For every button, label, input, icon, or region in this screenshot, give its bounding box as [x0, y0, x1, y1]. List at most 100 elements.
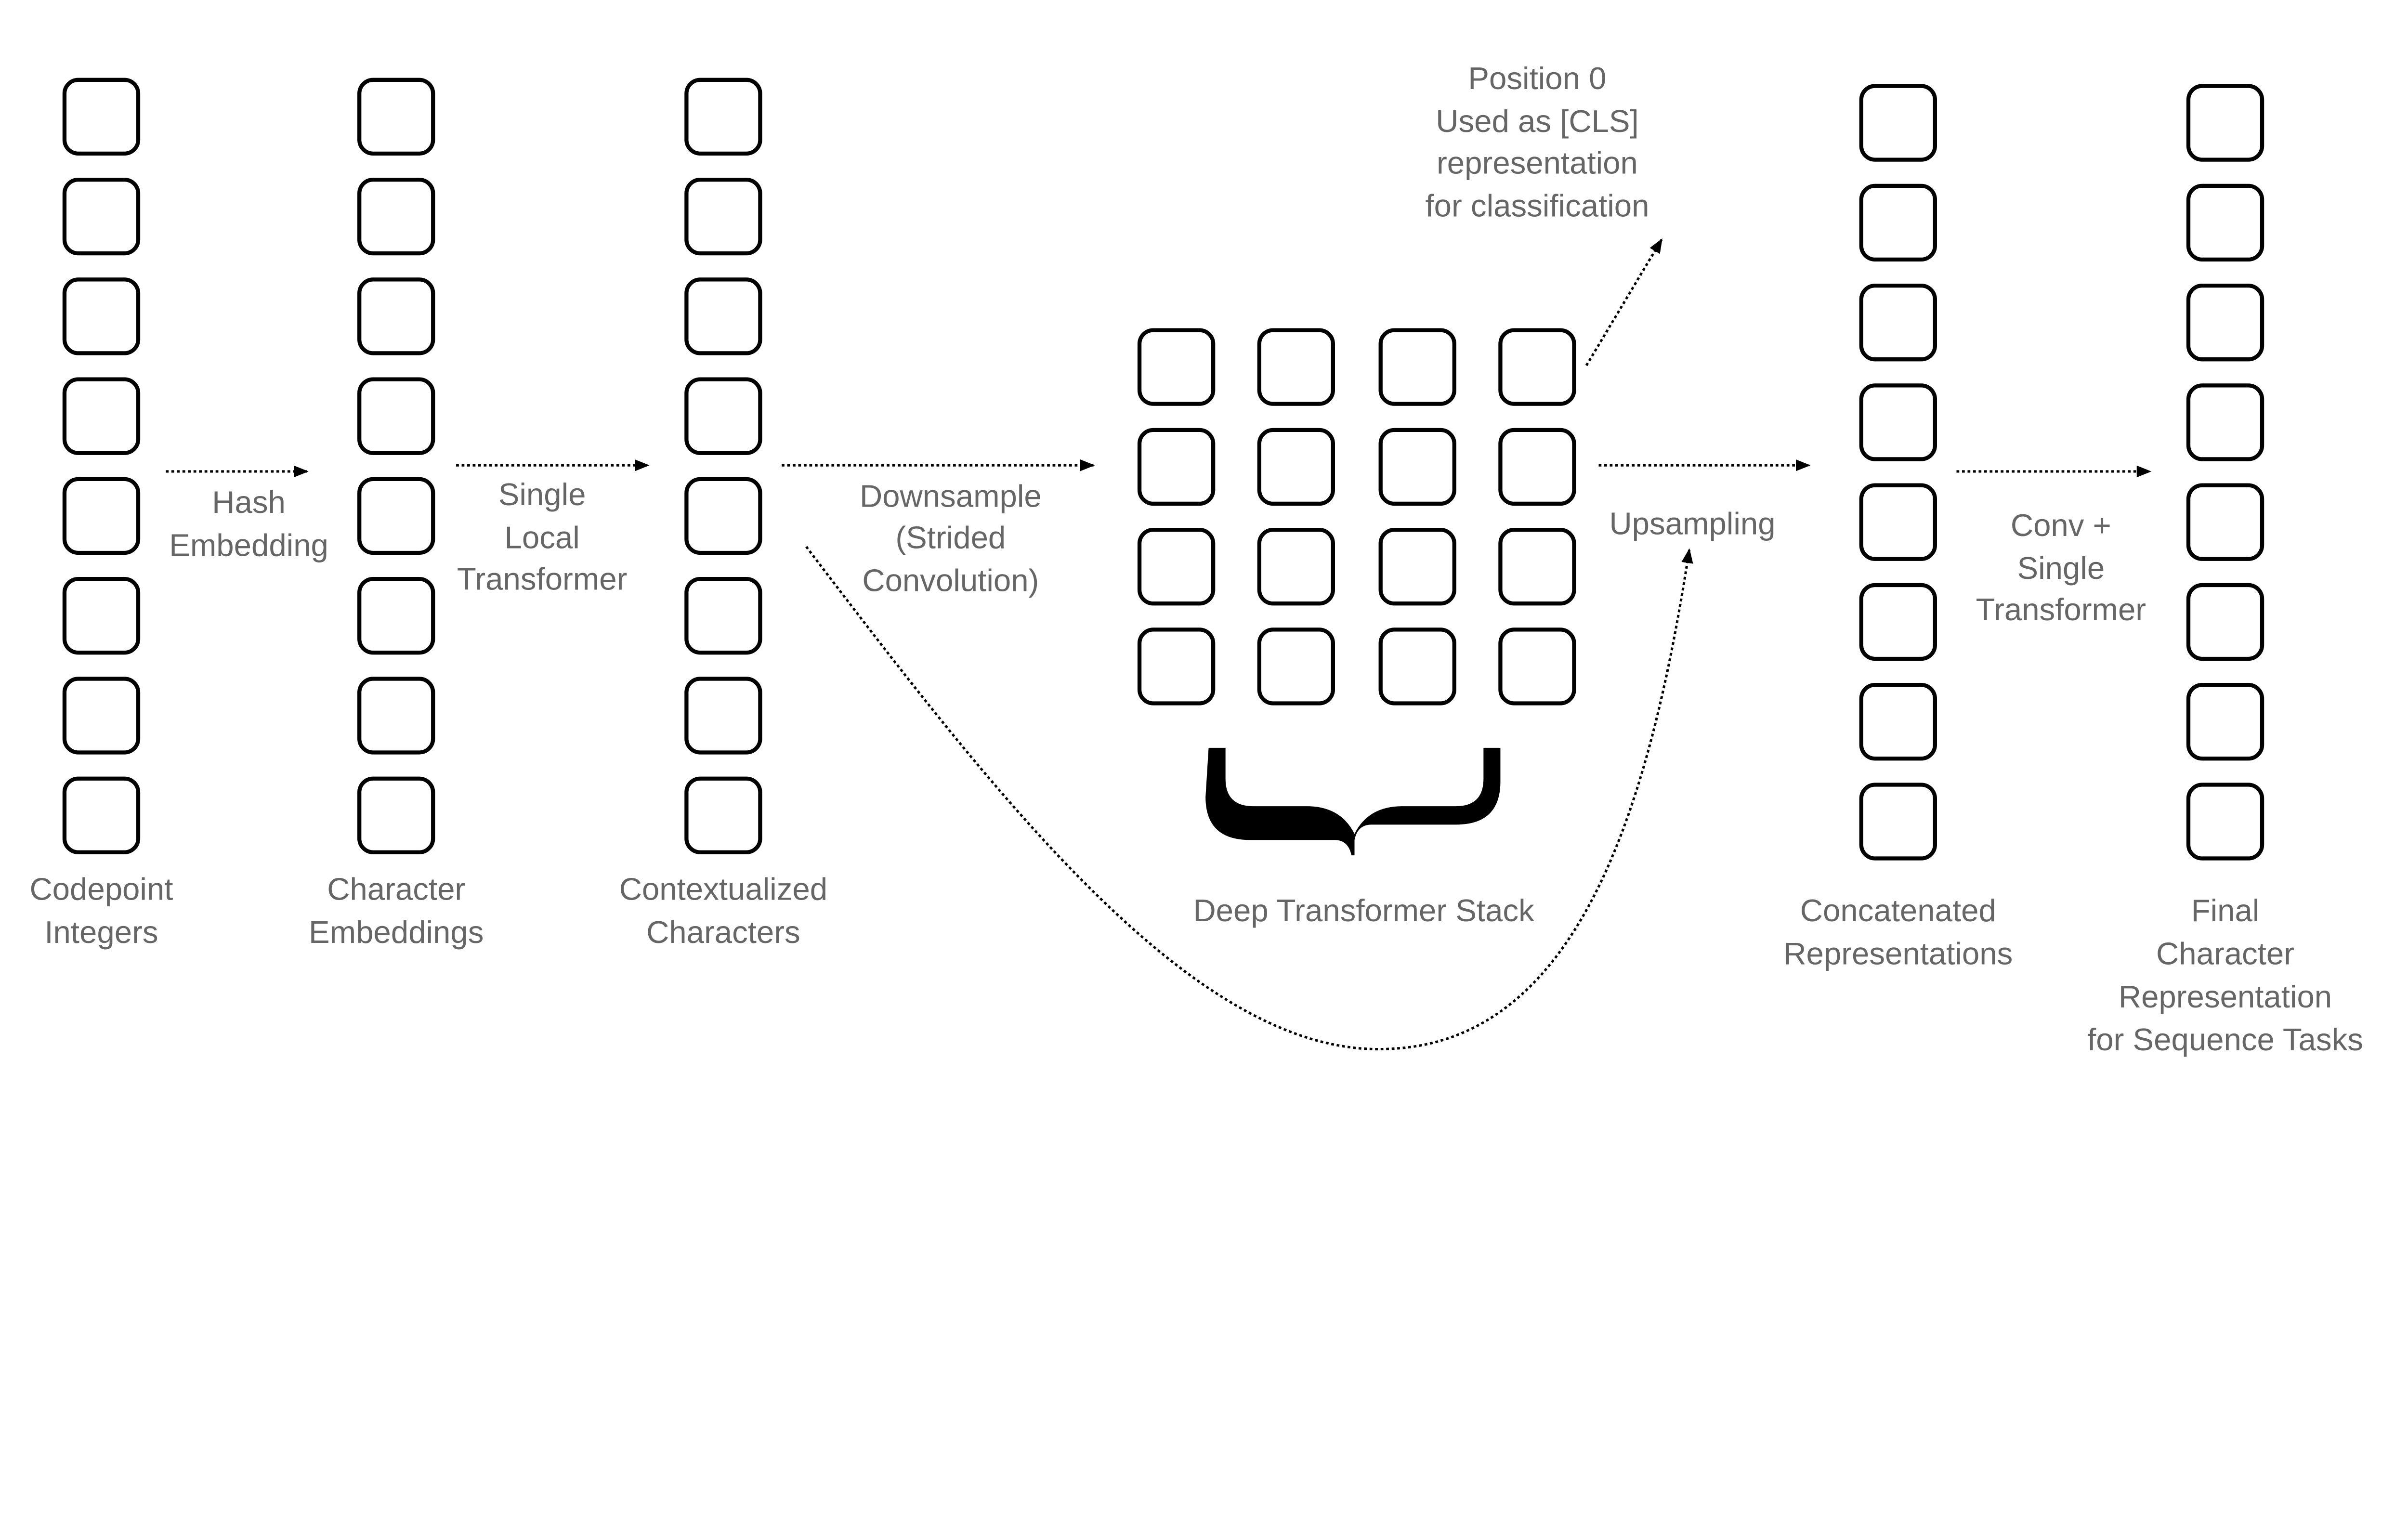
column-4-box [1859, 383, 1937, 461]
svg-text:Transformer: Transformer [1976, 592, 2146, 627]
column-5-box [2186, 183, 2264, 262]
column-3-box [684, 776, 762, 854]
arrow-cls [1585, 238, 1663, 366]
transformer-stack-box [1378, 527, 1456, 606]
svg-text:Used as [CLS]: Used as [CLS] [1436, 104, 1638, 139]
column-2-box [357, 677, 435, 755]
svg-text:Downsample: Downsample [860, 478, 1042, 513]
column-4-box [1859, 583, 1937, 661]
column-3-box [684, 577, 762, 655]
column-2-box [357, 577, 435, 655]
column-1-box [62, 277, 141, 355]
svg-text:for classification: for classification [1425, 188, 1649, 223]
transformer-stack-box [1137, 527, 1216, 606]
svg-text:Embedding: Embedding [169, 527, 328, 562]
column-1-box [62, 377, 141, 455]
stack-brace [1205, 747, 1501, 856]
svg-text:Position 0: Position 0 [1468, 61, 1606, 96]
column-2-box [357, 477, 435, 555]
column-4-box [1859, 683, 1937, 761]
svg-text:Characters: Characters [646, 915, 800, 950]
column-3-box [684, 177, 762, 256]
box-columns [62, 78, 2264, 861]
transformer-stack-box [1378, 328, 1456, 406]
column-2-box [357, 78, 435, 156]
label-upsampling: Upsampling [1609, 506, 1775, 541]
svg-text:Character: Character [2156, 936, 2294, 971]
svg-text:Single: Single [2017, 550, 2105, 586]
transformer-stack-box [1257, 627, 1335, 706]
svg-text:Conv +: Conv + [2011, 508, 2111, 543]
svg-text:Codepoint: Codepoint [29, 872, 173, 907]
column-5-box [2186, 683, 2264, 761]
label-cls-note: Position 0 Used as [CLS] representation fo… [1425, 61, 1649, 223]
svg-text:Hash: Hash [212, 484, 286, 520]
svg-text:Final: Final [2191, 893, 2260, 928]
column-3-box [684, 78, 762, 156]
transformer-stack-box [1378, 627, 1456, 706]
svg-text:(Strided: (Strided [895, 520, 1006, 555]
transformer-stack-box [1498, 428, 1576, 506]
svg-text:Local: Local [505, 520, 580, 555]
column-2-box [357, 776, 435, 854]
column-4-box [1859, 84, 1937, 162]
svg-text:representation: representation [1437, 145, 1638, 180]
svg-text:Representation: Representation [2119, 979, 2332, 1014]
svg-text:Concatenated: Concatenated [1800, 893, 1996, 928]
svg-text:Integers: Integers [44, 915, 158, 950]
column-1-box [62, 177, 141, 256]
column-2-box [357, 277, 435, 355]
transformer-stack-box [1257, 527, 1335, 606]
column-4-box [1859, 183, 1937, 262]
column-4-box [1859, 483, 1937, 561]
transformer-stack-box [1498, 527, 1576, 606]
column-4-box [1859, 783, 1937, 861]
column-5-box [2186, 483, 2264, 561]
arrow-residual-curve [805, 546, 1693, 1051]
transformer-stack-box [1257, 328, 1335, 406]
column-5-box [2186, 783, 2264, 861]
label-deep-transformer-stack: Deep Transformer Stack [1193, 893, 1534, 928]
column-1-box [62, 776, 141, 854]
column-5-box [2186, 283, 2264, 362]
transformer-stack-box [1137, 428, 1216, 506]
column-2-box [357, 377, 435, 455]
column-4-box [1859, 283, 1937, 362]
transformer-stack-box [1378, 428, 1456, 506]
svg-text:Single: Single [498, 477, 586, 512]
column-3-box [684, 477, 762, 555]
column-5-box [2186, 84, 2264, 162]
svg-text:Convolution): Convolution) [862, 563, 1039, 598]
transformer-stack-box [1498, 627, 1576, 706]
svg-text:Contextualized: Contextualized [619, 872, 827, 907]
column-2-box [357, 177, 435, 256]
transformer-stack-box [1137, 328, 1216, 406]
column-3-box [684, 677, 762, 755]
column-1-box [62, 577, 141, 655]
column-3-box [684, 277, 762, 355]
column-5-box [2186, 383, 2264, 461]
svg-text:Character: Character [327, 872, 465, 907]
column-1-box [62, 477, 141, 555]
svg-text:for Sequence Tasks: for Sequence Tasks [2087, 1022, 2363, 1057]
column-1-box [62, 677, 141, 755]
column-3-box [684, 377, 762, 455]
transformer-stack-box [1137, 627, 1216, 706]
transformer-stack-box [1498, 328, 1576, 406]
column-1-box [62, 78, 141, 156]
svg-text:Transformer: Transformer [457, 561, 627, 596]
transformer-stack-box [1257, 428, 1335, 506]
svg-text:Representations: Representations [1783, 936, 2013, 971]
svg-text:Embeddings: Embeddings [309, 915, 484, 950]
column-5-box [2186, 583, 2264, 661]
